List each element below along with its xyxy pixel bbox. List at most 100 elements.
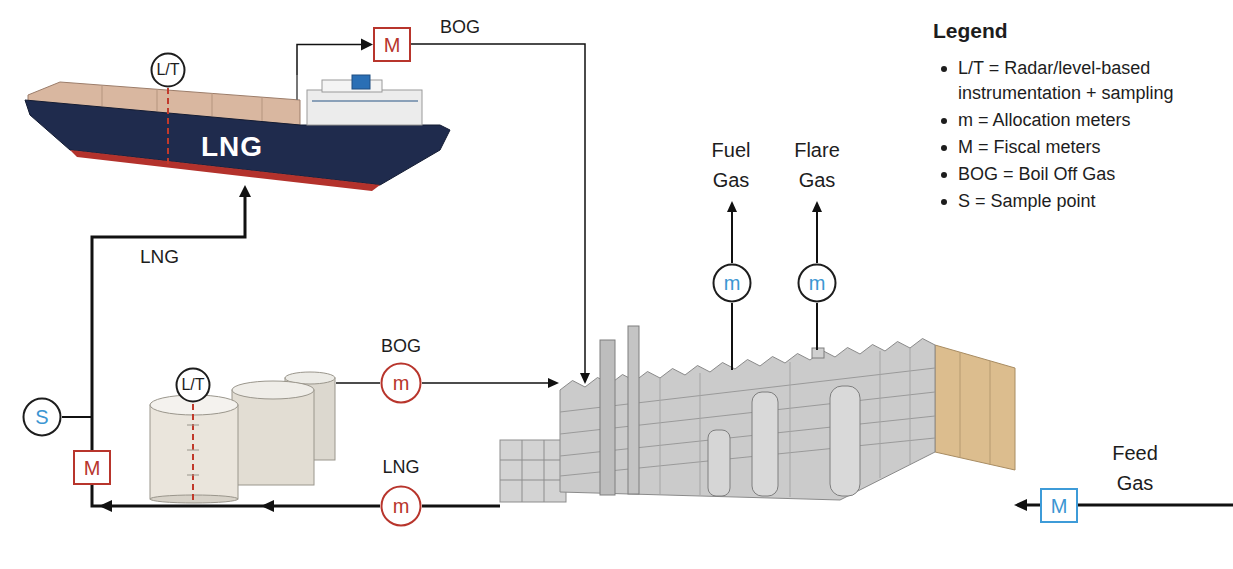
legend-heading: Legend <box>933 18 1008 43</box>
process-lines-part <box>1078 504 1233 507</box>
flow-arrowheads-part <box>548 378 559 388</box>
liquefaction-plant-part <box>880 351 881 478</box>
storage-tanks-part <box>187 425 199 426</box>
meter-circle: m <box>380 362 422 404</box>
legend-entry: L/T = Radar/level-based instrumentation … <box>958 56 1220 106</box>
meter-circle: L/T <box>150 52 186 88</box>
lng-carrier-outline <box>22 75 452 185</box>
legend-bullet <box>941 199 947 205</box>
meter-circle-outline-part <box>714 265 751 302</box>
legend-entry: S = Sample point <box>958 189 1220 214</box>
meter-box-outline-part <box>1041 489 1077 522</box>
process-lines-part <box>422 505 500 508</box>
process-lines-part <box>62 416 92 418</box>
lng-carrier-outline-part <box>296 75 298 100</box>
stream-label: LNG <box>370 457 432 479</box>
lng-carrier-outline-part <box>312 100 418 102</box>
flow-arrowheads-part <box>99 500 112 512</box>
process-lines-part <box>731 303 733 370</box>
process-lines-part <box>731 210 733 263</box>
meter-circle: m <box>380 485 422 527</box>
liquefaction-plant-part <box>560 392 935 434</box>
lng-carrier-outline-part <box>307 90 422 125</box>
liquefaction-plant-part <box>935 345 1015 470</box>
meter-label: M <box>1051 495 1068 517</box>
meter-label: L/T <box>181 376 204 394</box>
liquefaction-plant-part <box>500 480 566 481</box>
flow-arrowheads-part <box>580 373 590 384</box>
flow-connector <box>92 185 251 450</box>
legend-entry: m = Allocation meters <box>958 108 1220 133</box>
liquefaction-plant-part <box>600 340 615 495</box>
meter-box: M <box>373 27 411 62</box>
liquefaction-plant-part <box>752 392 778 496</box>
arrowhead <box>239 185 251 197</box>
stream-label: BOG <box>370 336 432 358</box>
meter-label: m <box>724 272 741 294</box>
legend-bullet <box>941 118 947 124</box>
flow-arrowheads-part <box>727 201 737 212</box>
liquefaction-plant-part <box>708 430 730 496</box>
meter-box-outline-part <box>374 28 410 61</box>
process-lines-part <box>816 210 818 263</box>
liquefaction-plant-part <box>560 339 935 501</box>
connector-line <box>297 45 365 76</box>
meter-circle-outline-part <box>24 399 61 436</box>
liquefaction-plant-part <box>960 352 961 458</box>
flow-arrowheads-part <box>261 500 274 512</box>
liquefaction-plant-part <box>990 361 991 465</box>
process-lines-part <box>816 303 818 350</box>
lng-carrier-outline-part <box>212 93 213 116</box>
stream-label: BOG <box>440 17 480 39</box>
meter-label: m <box>393 372 410 394</box>
liquefaction-plant-part <box>522 440 523 502</box>
meter-circle-outline-part <box>799 265 836 302</box>
lng-carrier-outline-part <box>102 86 103 106</box>
storage-tanks-part <box>192 404 194 500</box>
process-lines-part <box>92 485 380 506</box>
connector-line <box>92 193 245 450</box>
lng-carrier-outline-part <box>167 88 169 165</box>
meter-label: M <box>84 457 101 479</box>
inlet-label: Feed Gas <box>1104 438 1166 498</box>
flow-arrowheads <box>99 201 1027 512</box>
meter-circle: m <box>797 263 837 303</box>
process-lines-part <box>422 382 550 384</box>
liquefaction-plant-part <box>560 416 935 456</box>
flow-arrowheads-part <box>812 201 822 212</box>
meter-circle: m <box>712 263 752 303</box>
storage-tanks-part <box>232 381 314 399</box>
legend-bullet <box>941 66 947 72</box>
meter-circle-outline-part <box>382 487 421 526</box>
liquefaction-plant <box>500 326 1015 502</box>
liquefaction-plant-part <box>628 326 639 494</box>
meter-circle-outline-part <box>152 54 185 87</box>
outlet-label: Fuel Gas <box>700 135 762 195</box>
lng-carrier: LNG <box>22 75 452 185</box>
meter-label: L/T <box>156 61 179 79</box>
outlet-label: Flare Gas <box>786 135 848 195</box>
legend-entry: BOG = Boil Off Gas <box>958 162 1220 187</box>
meter-box: M <box>1040 488 1078 523</box>
meter-label: m <box>393 495 410 517</box>
arrowhead <box>361 39 373 51</box>
flow-connector <box>297 39 373 76</box>
edge-label: LNG <box>140 246 179 269</box>
meter-label: S <box>35 406 48 428</box>
meter-circle-outline-part <box>177 369 210 402</box>
meter-box: M <box>73 450 111 485</box>
liquefaction-plant-part <box>560 368 935 412</box>
liquefaction-plant-part <box>910 348 911 464</box>
liquefaction-plant-part <box>560 438 935 476</box>
storage-tanks-part <box>232 390 314 485</box>
meter-label: M <box>384 34 401 56</box>
meter-circle: L/T <box>175 367 211 403</box>
legend-bullet <box>941 145 947 151</box>
liquefaction-plant-part <box>500 440 566 502</box>
liquefaction-plant-part <box>700 373 701 495</box>
flow-arrowheads-part <box>1014 499 1027 511</box>
meter-label: m <box>809 272 826 294</box>
liquefaction-plant-part <box>830 386 860 496</box>
